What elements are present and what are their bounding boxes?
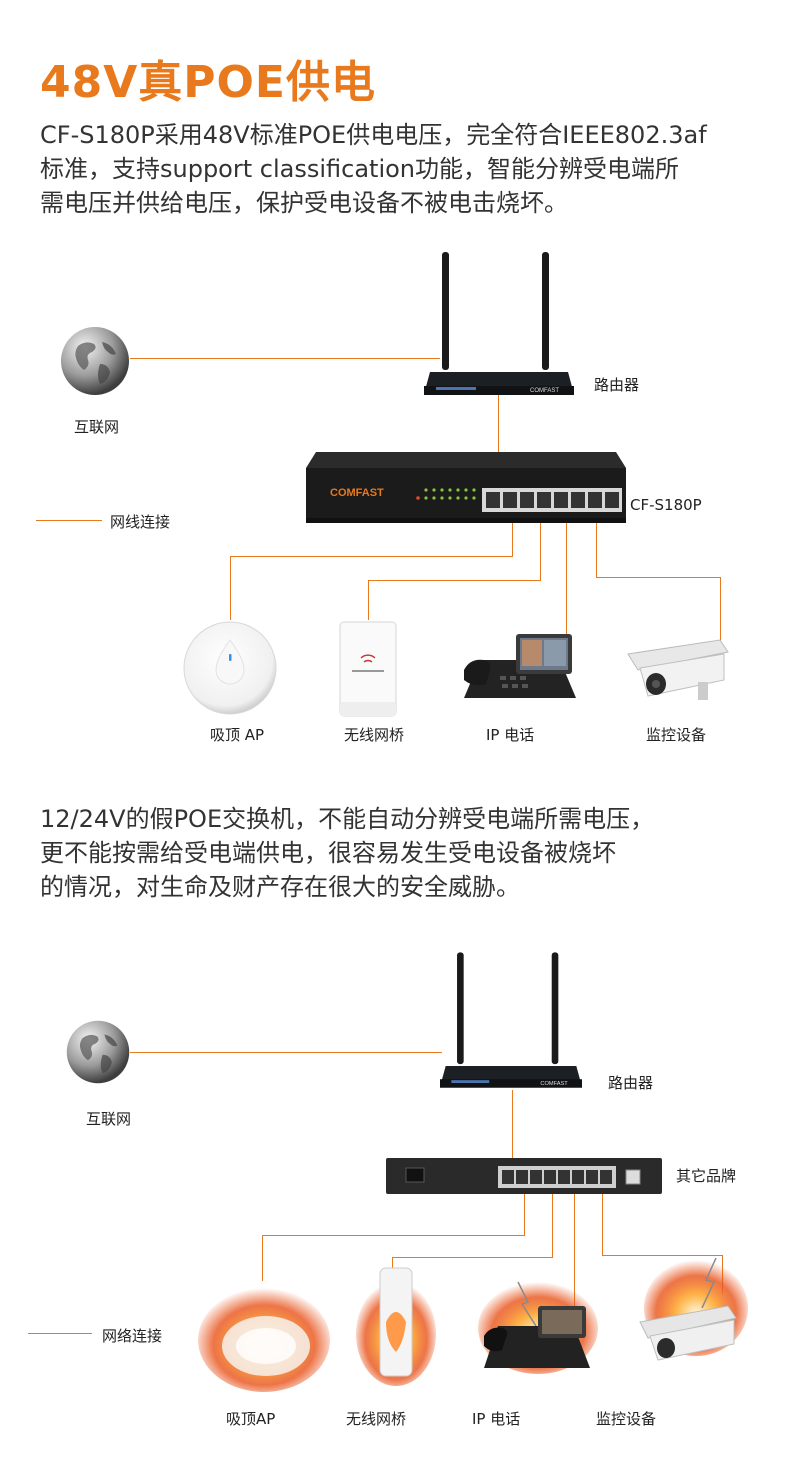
- switch-port-cable: [596, 518, 597, 578]
- router-image: COMFAST: [440, 952, 582, 1088]
- switch-port-cable: [540, 518, 541, 580]
- cable-legend-line: [28, 1333, 92, 1334]
- camera-image: [627, 639, 729, 700]
- burning-ip-phone-image: [478, 1281, 598, 1374]
- device-label-phone: IP 电话: [472, 1410, 521, 1428]
- intro-paragraph: CF-S180P采用48V标准POE供电电压，完全符合IEEE802.3af 标…: [40, 118, 760, 220]
- cable-label: 网线连接: [110, 513, 171, 531]
- device-label-ap: 吸顶 AP: [210, 726, 265, 744]
- router-image: COMFAST: [424, 252, 574, 395]
- phone-cable: [574, 1190, 575, 1320]
- internet-router-cable: [130, 358, 440, 359]
- device-label-ap: 吸顶AP: [226, 1410, 276, 1428]
- device-label-camera: 监控设备: [646, 726, 707, 744]
- burning-camera-image: [639, 1257, 748, 1361]
- camera-cable-h: [602, 1255, 722, 1256]
- camera-cable-h: [596, 577, 720, 578]
- bridge-cable-h: [392, 1257, 553, 1258]
- cable-legend-line: [36, 520, 102, 521]
- bridge-cable-v: [368, 580, 369, 620]
- other-brand-switch-image: [386, 1158, 662, 1194]
- warning-line: 的情况，对生命及财产存在很大的安全威胁。: [40, 873, 520, 901]
- internet-label: 互联网: [86, 1110, 132, 1128]
- intro-line: 标准，支持support classification功能，智能分辨受电端所: [40, 155, 680, 183]
- page-title: 48V真POE供电: [40, 57, 376, 108]
- switch-port-cable: [512, 518, 513, 556]
- switch-port-cable: [524, 1190, 525, 1236]
- ap-cable-h: [230, 556, 513, 557]
- ap-cable-v: [230, 556, 231, 620]
- ap-cable-h: [262, 1235, 525, 1236]
- switch-brand: COMFAST: [330, 487, 384, 499]
- bridge-cable-v: [392, 1257, 393, 1277]
- device-label-camera: 监控设备: [596, 1410, 657, 1428]
- router-switch-cable: [512, 1090, 513, 1158]
- phone-cable: [566, 518, 567, 638]
- globe-icon: [66, 1020, 130, 1084]
- burning-wireless-bridge-image: [356, 1267, 436, 1386]
- device-label-bridge: 无线网桥: [346, 1410, 407, 1428]
- router-switch-cable: [498, 395, 499, 453]
- warning-line: 更不能按需给受电端供电，很容易发生受电设备被烧坏: [40, 839, 616, 867]
- internet-router-cable: [130, 1052, 442, 1053]
- globe-icon: [61, 327, 129, 395]
- router-label: 路由器: [608, 1074, 654, 1092]
- intro-line: CF-S180P采用48V标准POE供电电压，完全符合IEEE802.3af: [40, 121, 707, 149]
- cable-label: 网络连接: [102, 1327, 163, 1345]
- burning-ceiling-ap-image: [198, 1288, 330, 1392]
- wireless-bridge-image: [339, 621, 397, 717]
- router-brand: COMFAST: [540, 1081, 568, 1087]
- ap-cable-v: [262, 1235, 263, 1281]
- router-label: 路由器: [594, 376, 640, 394]
- bridge-cable-h: [368, 580, 541, 581]
- switch-label: 其它品牌: [676, 1167, 737, 1185]
- device-label-bridge: 无线网桥: [344, 726, 405, 744]
- ip-phone-image: [464, 634, 576, 698]
- camera-cable-v: [720, 577, 721, 641]
- switch-port-cable: [552, 1190, 553, 1258]
- switch-label: CF-S180P: [630, 496, 702, 514]
- internet-label: 互联网: [74, 418, 120, 436]
- warning-paragraph: 12/24V的假POE交换机，不能自动分辨受电端所需电压， 更不能按需给受电端供…: [40, 802, 760, 904]
- switch-port-cable: [602, 1190, 603, 1256]
- intro-line: 需电压并供给电压，保护受电设备不被电击烧坏。: [40, 189, 568, 217]
- switch-cf-s180p-image: COMFAST: [306, 452, 626, 523]
- warning-line: 12/24V的假POE交换机，不能自动分辨受电端所需电压，: [40, 805, 655, 833]
- ceiling-ap-image: [183, 621, 277, 715]
- router-brand: COMFAST: [530, 388, 559, 394]
- device-label-phone: IP 电话: [486, 726, 535, 744]
